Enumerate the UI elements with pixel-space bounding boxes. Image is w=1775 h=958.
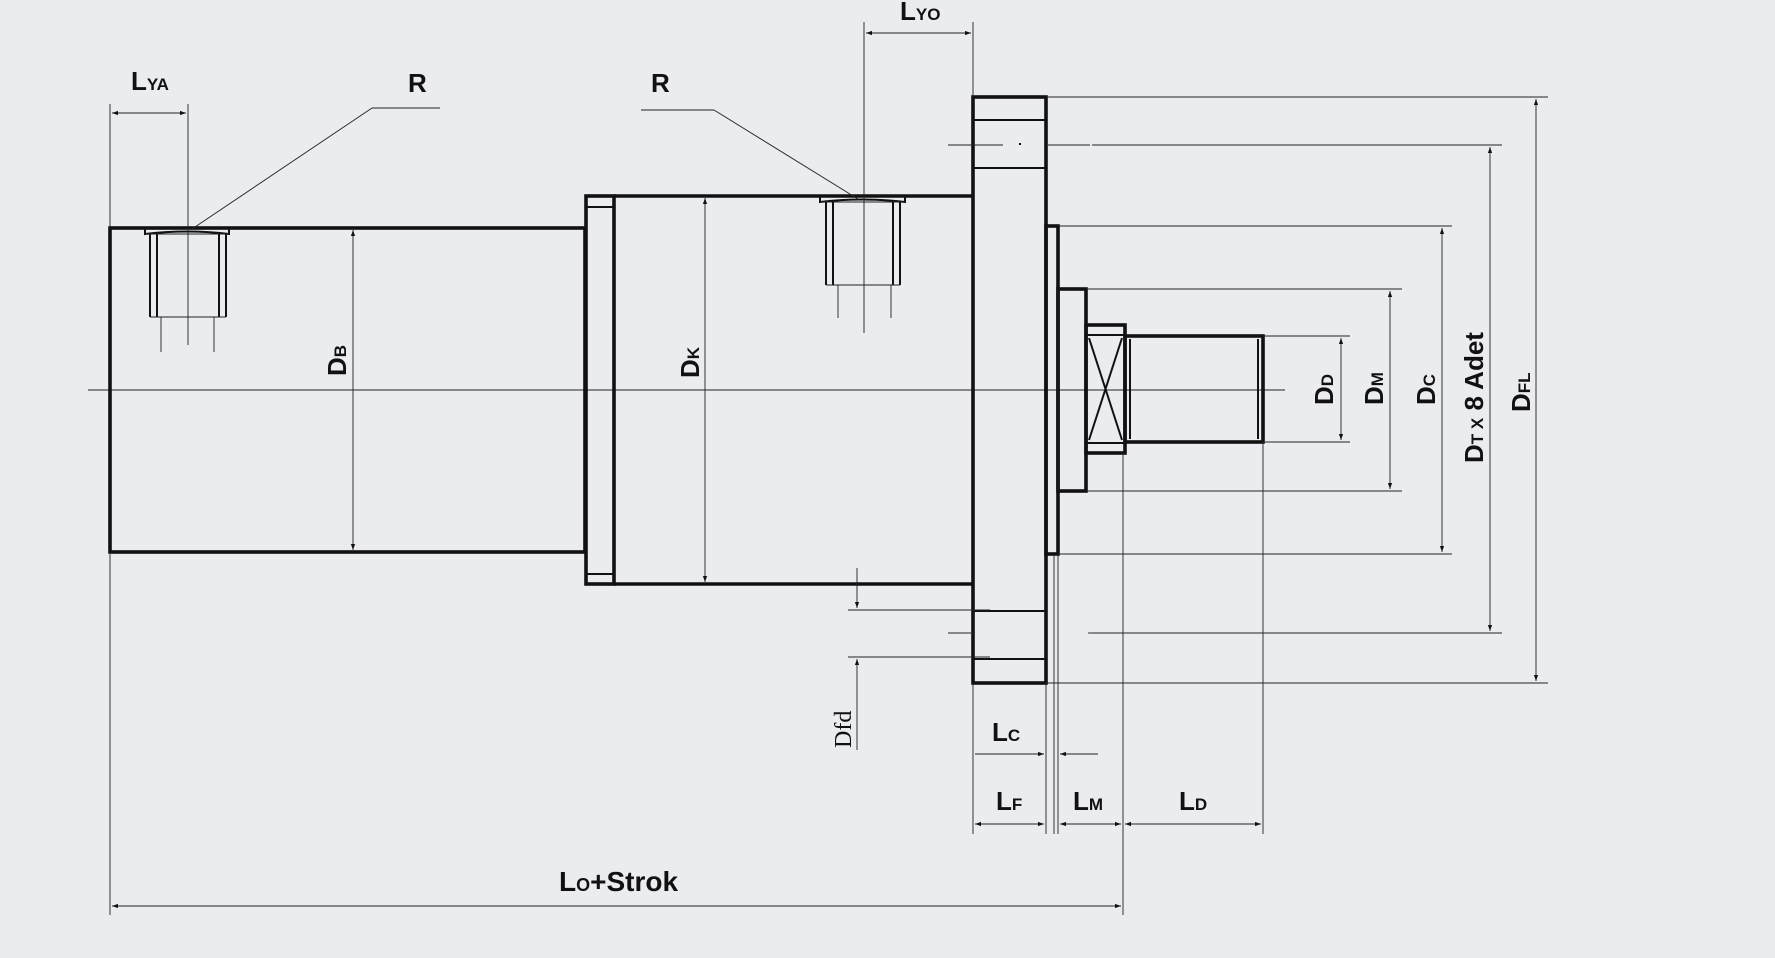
label-dm: DM bbox=[1359, 372, 1389, 405]
label-dd: DD bbox=[1309, 374, 1339, 405]
piston-rod-thread bbox=[1123, 334, 1265, 444]
label-dfl: DFL bbox=[1506, 372, 1536, 412]
label-dk: DK bbox=[675, 346, 705, 378]
label-lm: LM bbox=[1073, 786, 1103, 816]
label-ld: LD bbox=[1179, 786, 1207, 816]
label-lf: LF bbox=[996, 786, 1022, 816]
rod-nut bbox=[1084, 323, 1127, 455]
port-front bbox=[819, 196, 906, 318]
label-lo-strok: LO+Strok bbox=[559, 866, 678, 897]
label-dc: DC bbox=[1411, 374, 1441, 405]
end-cap-rear bbox=[584, 194, 973, 586]
extension-lines-right bbox=[1046, 96, 1548, 684]
label-r-right: R bbox=[651, 68, 670, 98]
port-rear bbox=[144, 225, 230, 352]
dim-dfd bbox=[848, 568, 990, 750]
label-r-left: R bbox=[408, 68, 427, 98]
dim-lya bbox=[109, 104, 189, 228]
label-dt-8-adet: DT X 8 Adet bbox=[1459, 332, 1489, 463]
dim-lyo bbox=[863, 22, 974, 333]
label-dfd: Dfd bbox=[831, 711, 857, 748]
r-leader-right bbox=[641, 109, 859, 200]
label-lyo: LYO bbox=[900, 0, 940, 26]
label-lc: LC bbox=[992, 717, 1020, 747]
label-db: DB bbox=[322, 345, 352, 376]
r-leader-left bbox=[191, 107, 440, 230]
bottom-extension-lines bbox=[109, 442, 1264, 915]
label-lya: LYA bbox=[131, 66, 169, 96]
bolt-hole-marks bbox=[948, 143, 1092, 634]
